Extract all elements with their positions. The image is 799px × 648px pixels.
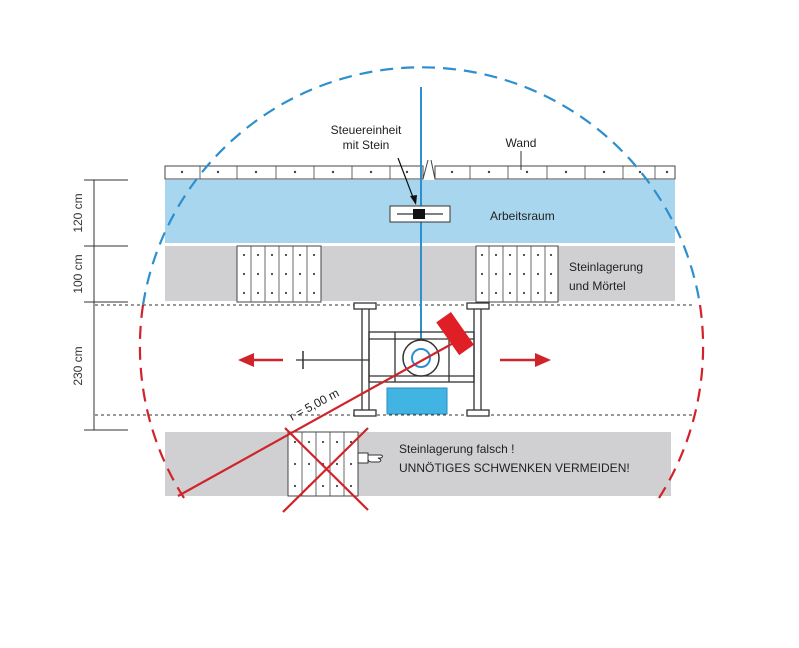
brick-pallet-left (236, 245, 322, 303)
wrong-storage-label-1: Steinlagerung falsch ! (399, 442, 514, 456)
arrow-right-icon (500, 353, 551, 367)
control-unit-label-2: mit Stein (343, 138, 390, 152)
dimension-100: 100 cm (71, 254, 85, 293)
wrong-storage-band (165, 432, 671, 496)
arrow-left-icon (238, 353, 283, 367)
work-area-label: Arbeitsraum (490, 209, 555, 223)
dimension-120: 120 cm (71, 193, 85, 232)
storage-label-2: und Mörtel (569, 279, 626, 293)
wrong-storage-label-2: UNNÖTIGES SCHWENKEN VERMEIDEN! (399, 461, 630, 475)
wall-label: Wand (506, 136, 537, 150)
control-unit-icon (389, 205, 451, 223)
swing-radius-arc-red (138, 304, 705, 499)
dimension-230: 230 cm (71, 346, 85, 385)
leader-arrowhead (410, 195, 417, 205)
cross-out-icon (282, 427, 369, 513)
pointing-hand-icon (357, 452, 383, 464)
swing-radius-arc-blue (141, 66, 702, 306)
storage-label-1: Steinlagerung (569, 260, 643, 274)
brick-pallet-right (475, 245, 559, 303)
crane-counterweight (436, 312, 474, 356)
control-unit-label-1: Steuereinheit (331, 123, 402, 137)
crane-base-box (386, 387, 448, 415)
control-unit-leader (397, 157, 415, 201)
crane-boom-red (177, 335, 467, 497)
radius-label: r = 5,00 m (287, 386, 342, 424)
wall (164, 159, 676, 180)
dimension-scale (84, 179, 128, 431)
